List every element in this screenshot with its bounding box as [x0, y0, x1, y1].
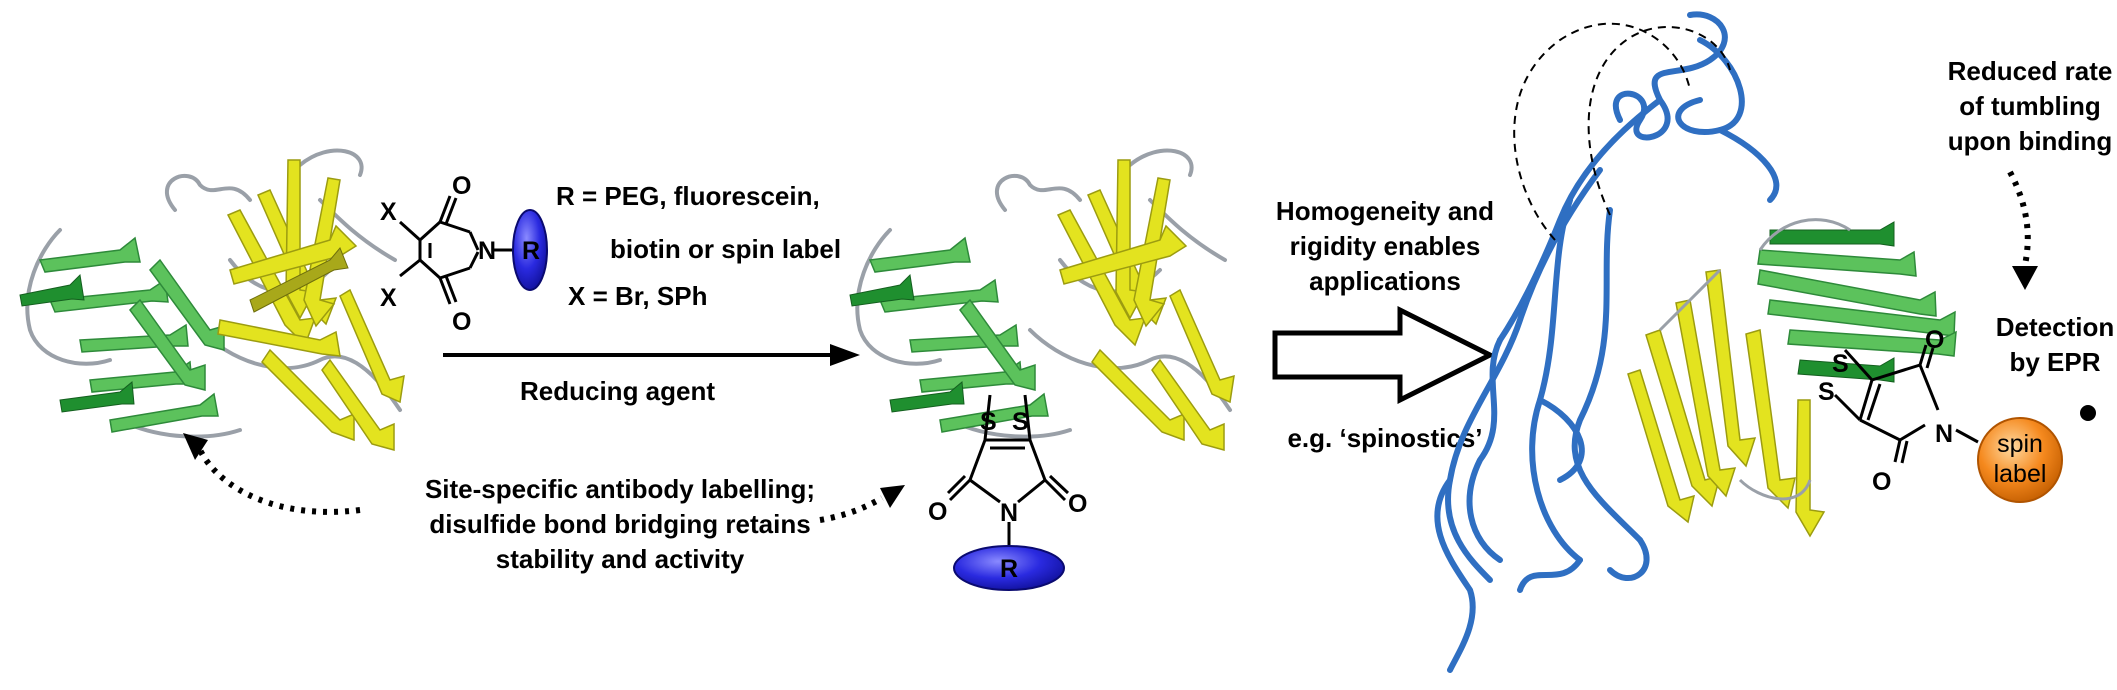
tumbling-line-2: of tumbling: [1959, 91, 2101, 121]
applications-line-3: applications: [1309, 266, 1461, 296]
n-atom-bridged: N: [1000, 499, 1018, 527]
dotted-arrow-right: [819, 495, 884, 523]
reaction-arrow: [443, 344, 860, 366]
detection-line-1: Detection: [1996, 312, 2114, 342]
applications-line-1: Homogeneity and: [1276, 196, 1494, 226]
dotted-arrow-detection-head: [2012, 266, 2038, 290]
labelling-note: Site-specific antibody labelling; disulf…: [425, 474, 815, 574]
r-group-oval-bridged: [953, 545, 1065, 591]
dotted-arrow-detection: [2007, 170, 2031, 266]
s-atom-upper: S: [1832, 350, 1849, 378]
note-line-2: disulfide bond bridging retains: [429, 509, 810, 539]
spin-label-sphere: [1977, 417, 2063, 503]
o-atom-right: O: [1068, 490, 1087, 518]
spinostics-label: e.g. ‘spinostics’: [1287, 423, 1482, 453]
r-group-label-bridged: R: [1000, 555, 1018, 583]
o-atom-lower: O: [1872, 468, 1891, 496]
o-atom-upper: O: [1925, 326, 1944, 354]
s-atom-left: S: [980, 408, 997, 436]
spin-label-text-1: spin: [1997, 430, 2043, 458]
s-atom-lower: S: [1818, 378, 1835, 406]
o-atom-left: O: [928, 498, 947, 526]
n-atom-spin: N: [1935, 420, 1953, 448]
detection-line-2: by EPR: [2009, 347, 2100, 377]
o-atom-top: O: [452, 172, 471, 200]
o-atom-bottom: O: [452, 308, 471, 336]
r-definition-cont: biotin or spin label: [610, 234, 841, 264]
dotted-arrow-left-head: [183, 433, 208, 460]
r-group-oval: [512, 209, 548, 291]
applications-arrow: [1272, 305, 1496, 405]
note-line-3: stability and activity: [496, 544, 745, 574]
protein-complex: S S O O N spin label: [1434, 11, 2096, 673]
applications-line-2: rigidity enables: [1290, 231, 1481, 261]
dotted-arrow-right-head: [880, 485, 905, 508]
bridged-maleimide: S S O O N R: [928, 394, 1087, 591]
tumbling-line-1: Reduced rate: [1948, 56, 2113, 86]
maleimide-reagent: X X O O N R R = PEG, fluorescein, biotin…: [380, 172, 841, 336]
n-atom: N: [478, 237, 496, 265]
reducing-agent-label: Reducing agent: [520, 376, 715, 406]
tumbling-line-3: upon binding: [1948, 126, 2113, 156]
spin-label-text-2: label: [1994, 460, 2047, 488]
dotted-arrow-left: [197, 448, 361, 515]
note-line-1: Site-specific antibody labelling;: [425, 474, 815, 504]
r-definition: R = PEG, fluorescein,: [556, 181, 820, 211]
x-definition: X = Br, SPh: [568, 281, 707, 311]
s-atom-right: S: [1012, 408, 1029, 436]
x-atom-top: X: [380, 198, 397, 226]
antibody-fragment-left: [19, 148, 405, 451]
x-atom-bottom: X: [380, 284, 397, 312]
radical-dot: [2080, 405, 2096, 421]
r-group-label: R: [522, 237, 540, 265]
antibody-fragment-middle: [849, 148, 1235, 451]
